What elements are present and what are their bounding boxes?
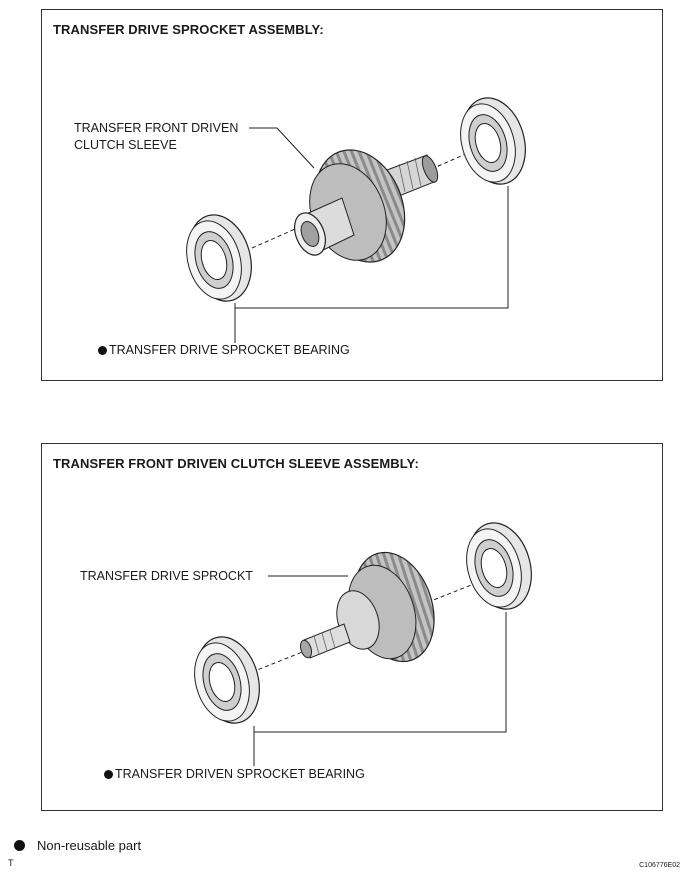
diagram-panel-clutch-sleeve: TRANSFER FRONT DRIVEN CLUTCH SLEEVE ASSE… — [41, 443, 663, 811]
diagram-panel-drive-sprocket: TRANSFER DRIVE SPROCKET ASSEMBLY: — [41, 9, 663, 381]
label-line-1: TRANSFER FRONT DRIVEN — [74, 121, 239, 135]
label-drive-sprocket: TRANSFER DRIVE SPROCKT — [80, 569, 253, 583]
filled-circle-icon — [14, 840, 25, 851]
footer-mark: T — [8, 858, 14, 868]
right-bearing — [466, 522, 532, 610]
non-reusable-dot-icon — [98, 346, 107, 355]
label-driven-sprocket-bearing: TRANSFER DRIVEN SPROCKET BEARING — [104, 766, 365, 783]
panel-title: TRANSFER FRONT DRIVEN CLUTCH SLEEVE ASSE… — [53, 456, 419, 471]
right-bearing — [460, 97, 526, 185]
non-reusable-dot-icon — [104, 770, 113, 779]
figure-code: C106776E02 — [639, 862, 680, 869]
left-bearing — [186, 214, 252, 302]
label-line-2: CLUTCH SLEEVE — [74, 138, 177, 152]
legend: Non-reusable part — [14, 838, 141, 853]
drive-sprocket-exploded-view — [186, 97, 526, 343]
leader-line — [249, 127, 315, 169]
legend-text: Non-reusable part — [37, 838, 142, 853]
bearing-leader-line — [253, 612, 507, 733]
drive-sprocket-shaft — [299, 623, 351, 659]
bearing-leader-line — [234, 186, 509, 309]
shaft-splined-end — [386, 154, 439, 199]
label-drive-sprocket-bearing: TRANSFER DRIVE SPROCKET BEARING — [98, 342, 350, 359]
clutch-sleeve-hub — [294, 197, 355, 256]
panel-title: TRANSFER DRIVE SPROCKET ASSEMBLY: — [53, 22, 324, 37]
clutch-sleeve-exploded-view — [194, 522, 532, 766]
left-bearing — [194, 636, 260, 724]
label-clutch-sleeve: TRANSFER FRONT DRIVEN CLUTCH SLEEVE — [74, 120, 238, 154]
